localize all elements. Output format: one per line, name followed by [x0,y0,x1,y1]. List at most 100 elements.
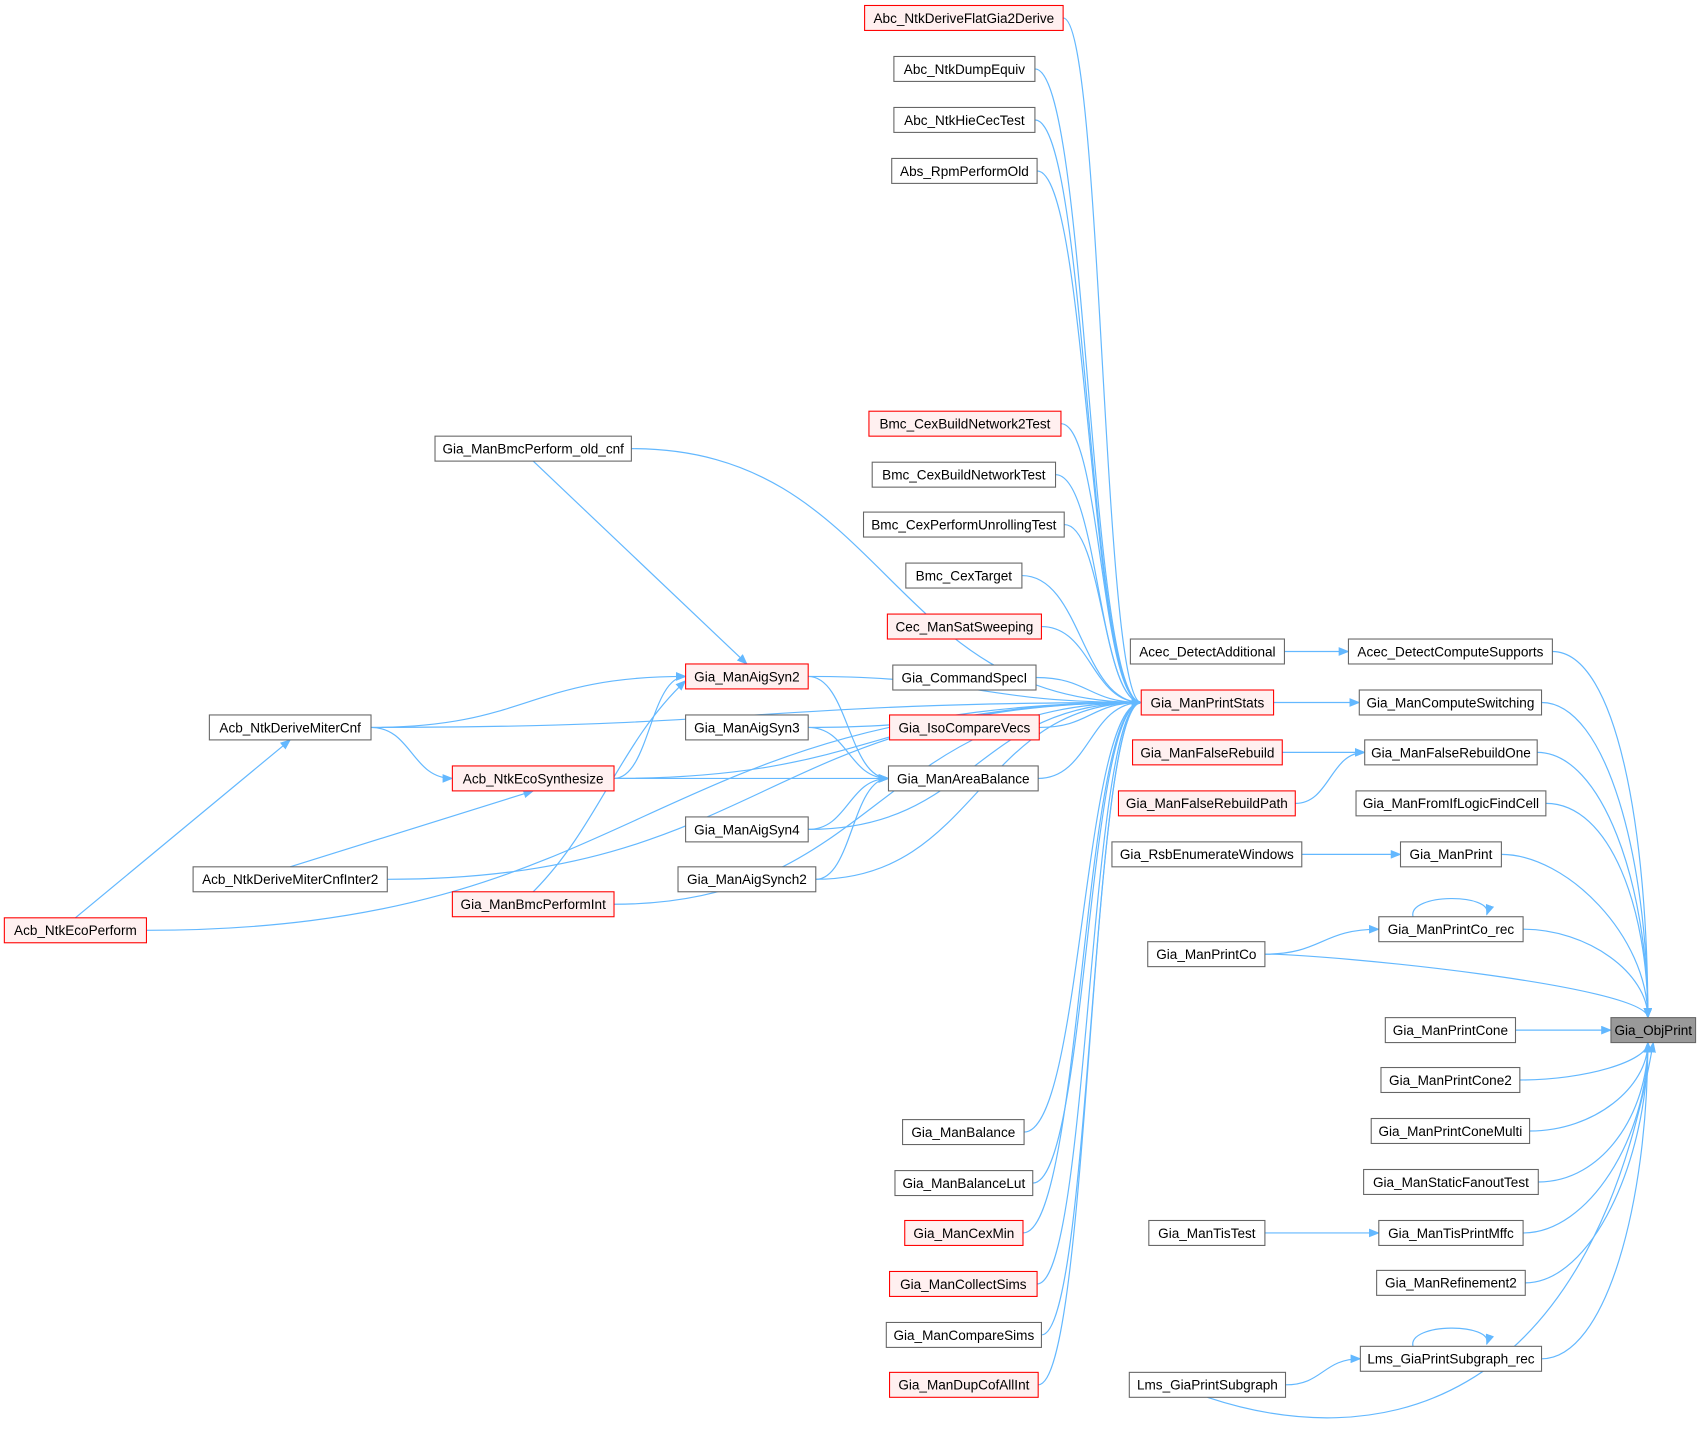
graph-node[interactable]: Gia_IsoCompareVecs [889,714,1040,741]
node-box[interactable] [1359,1345,1543,1372]
graph-node[interactable]: Gia_ManAigSyn4 [685,816,809,843]
node-box[interactable] [868,410,1062,437]
graph-node[interactable]: Acb_NtkEcoPerform [3,917,147,944]
graph-node[interactable]: Gia_ManAreaBalance [887,765,1039,792]
node-box[interactable] [1147,941,1266,968]
node-box[interactable] [1140,689,1275,716]
graph-node[interactable]: Gia_ManDupCofAllInt [889,1371,1039,1398]
graph-node[interactable]: Gia_ManAigSyn3 [685,714,809,741]
graph-node[interactable]: Gia_ManBmcPerformInt [451,891,615,918]
graph-node[interactable]: Gia_ManPrintCo_rec [1378,916,1524,943]
node-box[interactable] [1148,1219,1266,1246]
node-box[interactable] [685,663,809,690]
node-box[interactable] [885,1321,1042,1348]
node-box[interactable] [1380,1066,1521,1094]
node-box[interactable] [1128,1371,1287,1398]
node-box[interactable] [893,106,1036,133]
node-box[interactable] [886,613,1042,640]
graph-node[interactable]: Gia_ManBalance [902,1119,1025,1146]
graph-node[interactable]: Gia_ManAigSyn2 [685,663,809,690]
node-box[interactable] [1347,638,1553,665]
node-box[interactable] [434,435,632,462]
graph-node[interactable]: Gia_ManPrintCone2 [1380,1066,1521,1094]
node-box[interactable] [677,866,817,893]
graph-node[interactable]: Gia_ManFalseRebuildPath [1117,790,1296,817]
graph-node[interactable]: Gia_ManBmcPerform_old_cnf [434,435,632,462]
node-box[interactable] [3,917,147,944]
node-box[interactable] [451,765,615,792]
graph-node[interactable]: Gia_ManPrintConeMulti [1370,1117,1531,1145]
graph-node[interactable]: Gia_ManFalseRebuild [1132,739,1283,766]
node-box[interactable] [887,765,1039,792]
node-box[interactable] [451,891,615,918]
node-box[interactable] [685,714,809,741]
node-box[interactable] [889,1270,1038,1297]
graph-node[interactable]: Gia_ManPrintStats [1140,689,1275,716]
node-box[interactable] [1129,638,1285,665]
graph-node[interactable]: Acec_DetectComputeSupports [1347,638,1553,665]
node-box[interactable] [1370,1117,1531,1145]
graph-node[interactable]: Bmc_CexBuildNetworkTest [871,461,1057,488]
node-box[interactable] [893,55,1036,82]
node-box[interactable] [871,461,1057,488]
graph-node[interactable]: Abc_NtkDumpEquiv [893,55,1036,82]
node-box[interactable] [1111,841,1303,868]
node-box[interactable] [1355,790,1547,817]
node-box[interactable] [1132,739,1283,766]
graph-node[interactable]: Bmc_CexPerformUnrollingTest [862,511,1065,538]
node-box[interactable] [1358,689,1543,716]
node-box[interactable] [904,1219,1024,1246]
graph-node[interactable]: Gia_ManCompareSims [885,1321,1042,1348]
graph-node[interactable]: Acb_NtkDeriveMiterCnfInter2 [192,866,388,893]
graph-node[interactable]: Gia_ManCexMin [904,1219,1024,1246]
root-node-gia-objprint[interactable]: Gia_ObjPrint [1610,1017,1697,1044]
graph-node[interactable]: Acec_DetectAdditional [1129,638,1285,665]
graph-node[interactable]: Abc_NtkDeriveFlatGia2Derive [864,4,1064,31]
graph-node[interactable]: Gia_ManTisTest [1148,1219,1266,1246]
graph-node[interactable]: Gia_ManBalanceLut [894,1170,1034,1197]
graph-node[interactable]: Gia_ManPrintCone [1384,1017,1517,1044]
node-box[interactable] [891,157,1038,184]
node-box[interactable] [192,866,388,893]
graph-node[interactable]: Bmc_CexTarget [905,562,1023,589]
node-box[interactable] [862,511,1065,538]
graph-node[interactable]: Acb_NtkDeriveMiterCnf [208,714,372,741]
graph-node[interactable]: Lms_GiaPrintSubgraph_rec [1359,1345,1543,1372]
node-box[interactable] [208,714,372,741]
graph-node[interactable]: Gia_ManAigSynch2 [677,866,817,893]
node-box[interactable] [1117,790,1296,817]
node-box[interactable] [685,816,809,843]
node-box[interactable] [894,1170,1034,1197]
graph-node[interactable]: Gia_ManTisPrintMffc [1378,1219,1524,1246]
graph-node[interactable]: Abc_NtkHieCecTest [893,106,1036,133]
node-box[interactable] [905,562,1023,589]
graph-node[interactable]: Bmc_CexBuildNetwork2Test [868,410,1062,437]
node-box[interactable] [1376,1269,1526,1296]
graph-node[interactable]: Gia_ManRefinement2 [1376,1269,1526,1296]
graph-node[interactable]: Gia_ManComputeSwitching [1358,689,1543,716]
node-box[interactable] [902,1119,1025,1146]
graph-node[interactable]: Abs_RpmPerformOld [891,157,1038,184]
graph-node[interactable]: Acb_NtkEcoSynthesize [451,765,615,792]
node-box[interactable] [892,664,1037,691]
node-box[interactable] [1364,739,1538,766]
graph-node[interactable]: Cec_ManSatSweeping [886,613,1042,640]
graph-node[interactable]: Gia_ManStaticFanoutTest [1363,1168,1539,1195]
graph-node[interactable]: Gia_ManPrintCo [1147,941,1266,968]
graph-node[interactable]: Gia_ManCollectSims [889,1270,1038,1297]
node-box[interactable] [864,4,1064,31]
graph-node[interactable]: Lms_GiaPrintSubgraph [1128,1371,1287,1398]
node-box[interactable] [889,714,1040,741]
node-box[interactable] [1399,841,1502,868]
graph-node[interactable]: Gia_RsbEnumerateWindows [1111,841,1303,868]
graph-node[interactable]: Gia_CommandSpecI [892,664,1037,691]
node-box[interactable] [1363,1168,1539,1195]
node-box[interactable] [1384,1017,1517,1044]
node-box[interactable] [889,1371,1039,1398]
graph-node[interactable]: Gia_ManFalseRebuildOne [1364,739,1538,766]
graph-node[interactable]: Gia_ManPrint [1399,841,1502,868]
node-box[interactable] [1610,1017,1697,1044]
graph-node[interactable]: Gia_ManFromIfLogicFindCell [1355,790,1547,817]
node-box[interactable] [1378,1219,1524,1246]
node-box[interactable] [1378,916,1524,943]
